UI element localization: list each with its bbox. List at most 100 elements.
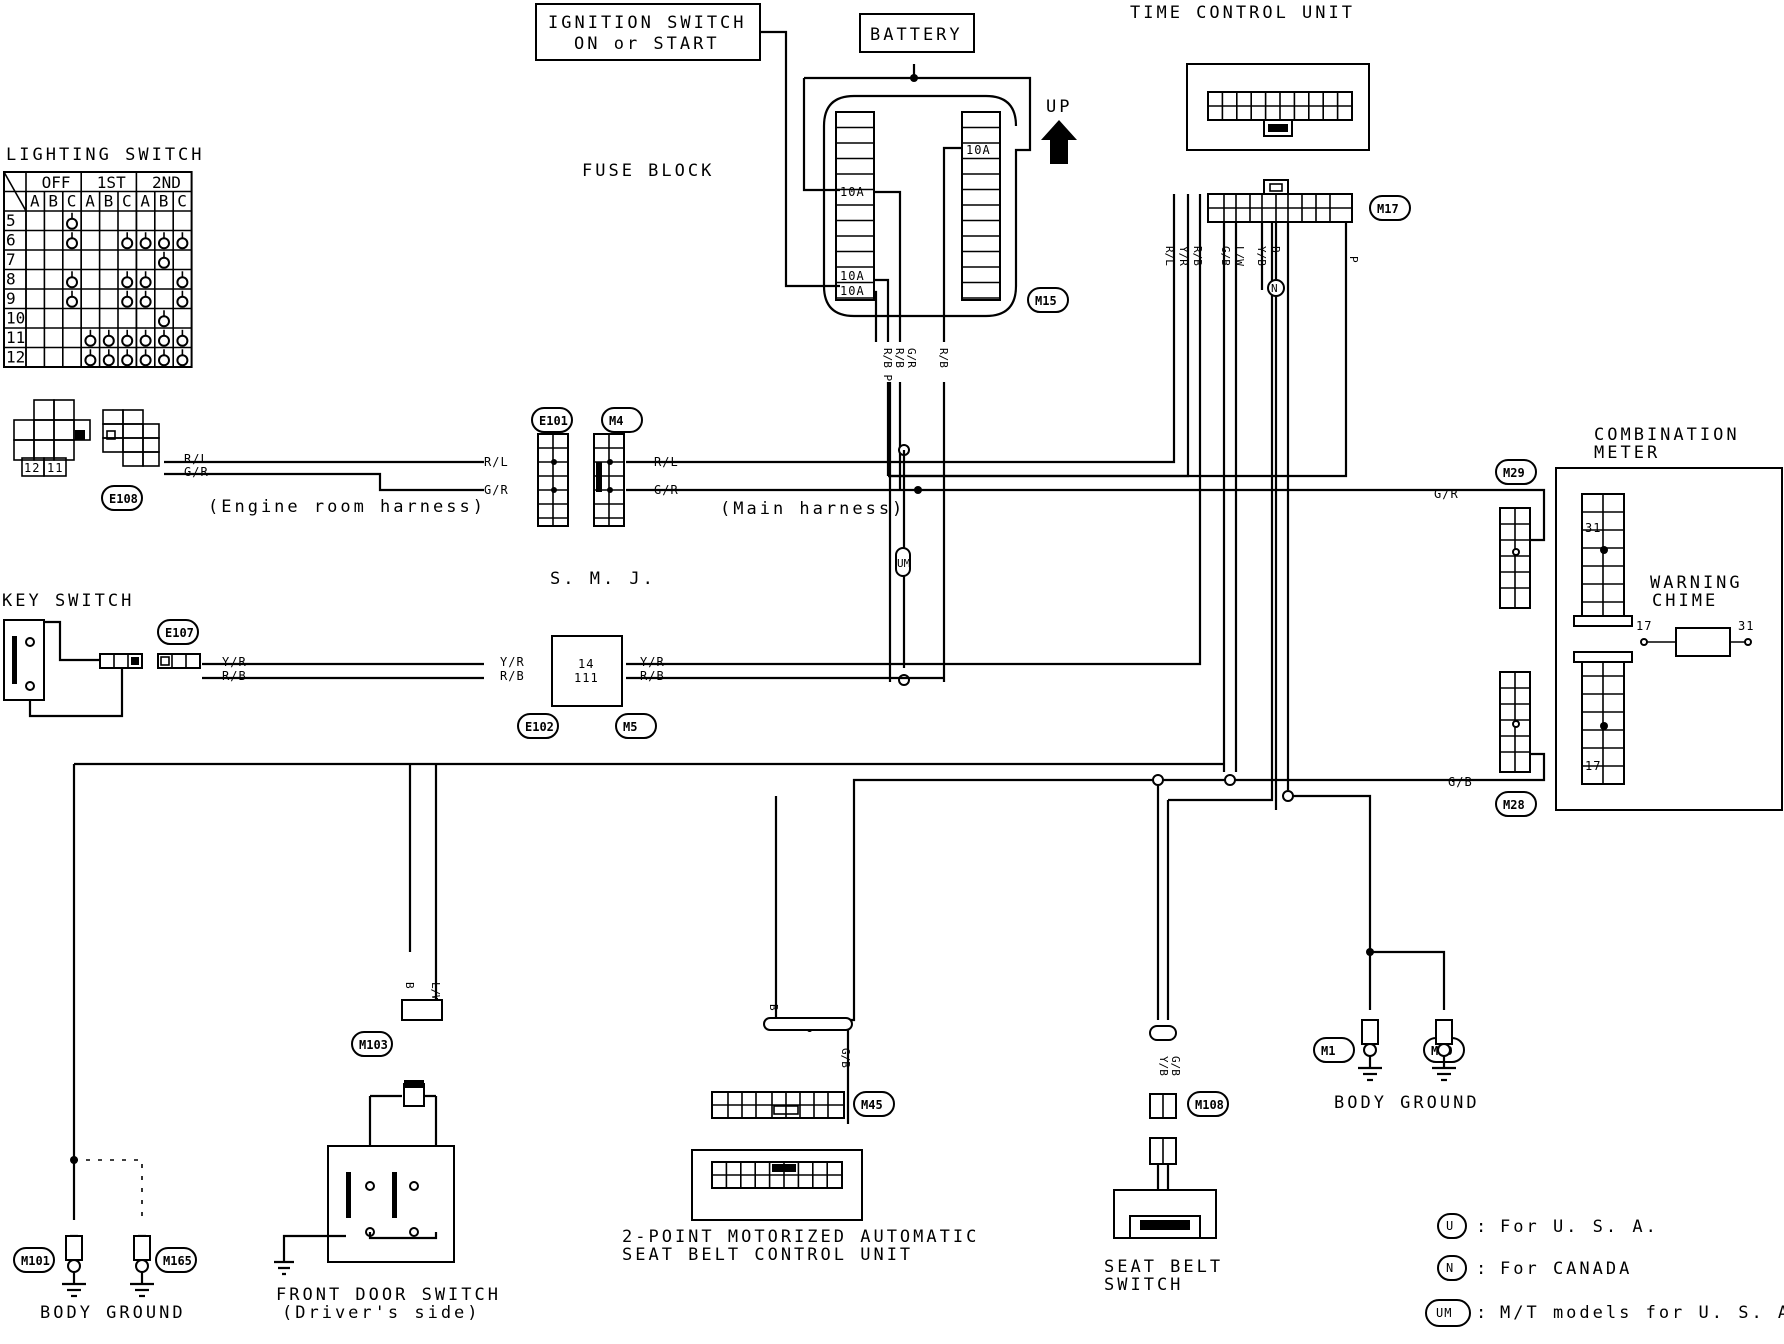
connector-badge-m15 (1027, 287, 1069, 313)
seat-belt-unit-label-2: SEAT BELT CONTROL UNIT (622, 1245, 913, 1265)
svg-text:G/R: G/R (1434, 487, 1459, 501)
um-badge: UM (895, 547, 911, 577)
svg-text:17: 17 (1585, 759, 1601, 773)
row-header: 6 (6, 231, 16, 250)
svg-text:31: 31 (1585, 521, 1601, 535)
connector-id-m29: M29 (1503, 466, 1525, 480)
svg-text:ON or START: ON or START (574, 34, 720, 54)
wire-code: L/W (429, 982, 442, 1002)
wire-code: Y/B (1157, 1056, 1170, 1076)
svg-text:31: 31 (1738, 619, 1754, 633)
front-door-switch-label-2: (Driver's side) (282, 1303, 481, 1323)
combination-meter: 31 17 WARNING CHIME 17 31 (1555, 467, 1783, 811)
column-header: A (140, 192, 150, 211)
body-ground-label-left: BODY GROUND (40, 1303, 186, 1323)
front-door-switch (274, 999, 455, 1276)
legend: U : For U. S. A. N : For CANADA UM : M/T… (1425, 1213, 1784, 1327)
wire-code: G/B (1219, 246, 1232, 266)
svg-text::: : (1476, 1217, 1489, 1237)
m4-connector-body (593, 433, 625, 527)
svg-text:UP: UP (1046, 97, 1072, 117)
connector-badge-m29 (1495, 459, 1537, 485)
time-control-unit-label: TIME CONTROL UNIT (1130, 3, 1355, 23)
svg-text:G/R: G/R (484, 483, 509, 497)
connector-id-m17: M17 (1377, 202, 1399, 216)
svg-text:10A: 10A (840, 185, 865, 199)
wire-code: R/L (1163, 246, 1176, 266)
svg-text:R/B: R/B (500, 669, 525, 683)
wire-code: P (1347, 256, 1360, 263)
connector-id-m15: M15 (1035, 294, 1057, 308)
time-control-unit (1186, 63, 1370, 151)
up-arrow-icon: UP (1041, 97, 1077, 164)
connector-badge-m45 (853, 1091, 895, 1117)
svg-text:Y/R: Y/R (222, 655, 247, 669)
svg-text:R/B: R/B (640, 669, 665, 683)
svg-text:14: 14 (578, 657, 594, 671)
wire-code: R/B (893, 348, 906, 368)
connector-id-m45: M45 (861, 1098, 883, 1112)
column-header: C (177, 192, 187, 211)
svg-text::: : (1476, 1303, 1489, 1323)
connector-id-m28: M28 (1503, 798, 1525, 812)
connector-id-m1: M1 (1321, 1044, 1335, 1058)
m17-connector (1207, 179, 1353, 223)
e102-m5-connector: 14 111 (551, 635, 623, 707)
wire-code: L/W (1233, 246, 1246, 266)
svg-text:G/R: G/R (654, 483, 679, 497)
row-header: 7 (6, 250, 16, 269)
connector-badge-m108 (1187, 1091, 1229, 1117)
svg-text:12: 12 (24, 461, 40, 475)
combination-meter-label-2: METER (1594, 443, 1660, 463)
connector-id-m103: M103 (359, 1038, 388, 1052)
svg-text:Y/R: Y/R (500, 655, 525, 669)
svg-text:R/L: R/L (184, 452, 209, 466)
connector-id-e101: E101 (539, 414, 568, 428)
lighting-switch-connector: 12 11 (13, 399, 91, 477)
svg-text:For U. S. A.: For U. S. A. (1500, 1217, 1659, 1237)
svg-text:M/T models for U. S. A.: M/T models for U. S. A. (1500, 1303, 1784, 1323)
smj-label: S. M. J. (550, 569, 656, 589)
row-header: 12 (6, 348, 25, 367)
connector-badge-m5 (615, 713, 657, 739)
wire-code: R/B (937, 348, 950, 368)
row-header: 5 (6, 211, 16, 230)
seat-belt-switch-label-1: SEAT BELT (1104, 1257, 1223, 1277)
ignition-switch: IGNITION SWITCH ON or START (535, 3, 761, 61)
seat-belt-switch (1113, 1025, 1217, 1239)
main-harness-label: (Main harness) (720, 499, 905, 519)
row-header: 8 (6, 270, 16, 289)
lighting-switch-label: LIGHTING SWITCH (6, 145, 205, 165)
svg-text:N: N (1271, 282, 1278, 295)
fuse-block: 10A 10A 10A 10A (804, 76, 1032, 318)
connector-id-m165: M165 (163, 1254, 192, 1268)
connector-id-e102: E102 (525, 720, 554, 734)
wire-code: Y/B (1255, 246, 1268, 266)
e108-connector (102, 409, 160, 467)
svg-text:For CANADA: For CANADA (1500, 1259, 1632, 1279)
column-header: A (30, 192, 40, 211)
connector-id-e107: E107 (165, 626, 194, 640)
connector-badge-m1 (1313, 1037, 1355, 1063)
front-door-switch-label-1: FRONT DOOR SWITCH (276, 1285, 501, 1305)
connector-id-m5: M5 (623, 720, 637, 734)
seat-belt-unit-label-1: 2-POINT MOTORIZED AUTOMATIC (622, 1227, 979, 1247)
svg-text:10A: 10A (840, 284, 865, 298)
position-header: 2ND (152, 173, 181, 192)
svg-text:G/R: G/R (184, 465, 209, 479)
combination-meter-label-1: COMBINATION (1594, 425, 1740, 445)
fuse-block-label: FUSE BLOCK (582, 161, 714, 181)
row-header: 9 (6, 289, 16, 308)
battery: BATTERY (859, 13, 975, 53)
svg-text:CHIME: CHIME (1652, 591, 1718, 611)
wires (28, 30, 1546, 1220)
svg-text:UM: UM (1436, 1306, 1452, 1320)
connector-badge-m165 (155, 1247, 197, 1273)
wire-code: B (767, 1004, 780, 1011)
svg-text:10A: 10A (840, 269, 865, 283)
connector-badge-m101 (13, 1247, 55, 1273)
svg-text::: : (1476, 1259, 1489, 1279)
e101-connector-body (537, 433, 569, 527)
svg-text:R/L: R/L (484, 455, 509, 469)
